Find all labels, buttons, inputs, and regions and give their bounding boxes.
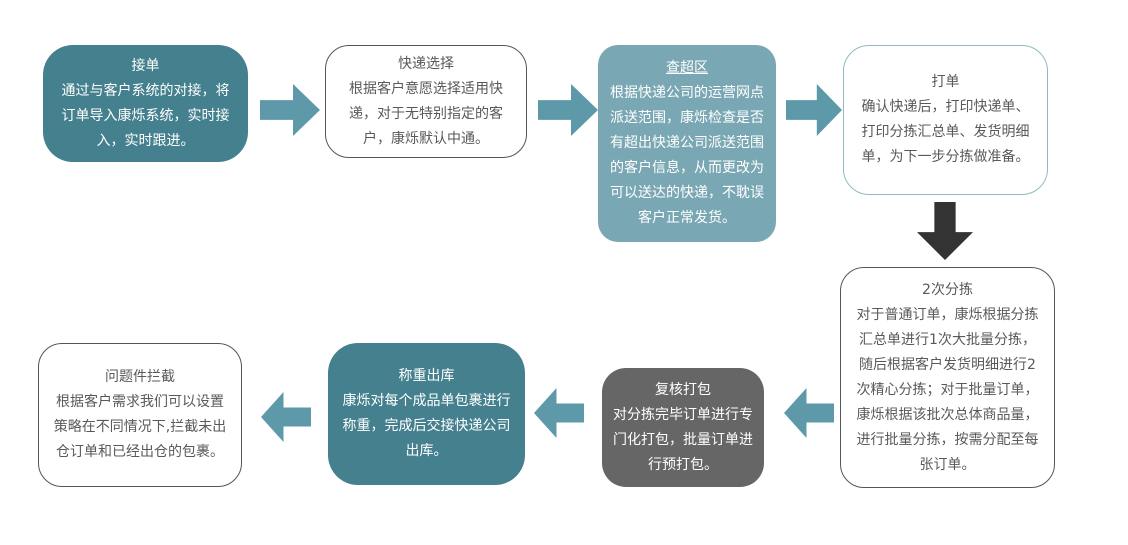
step-title: 查超区 <box>666 60 708 76</box>
step-title: 复核打包 <box>655 381 711 398</box>
flow-arrow-right-icon <box>260 84 320 136</box>
step-problem-parcel-interception: 问题件拦截 根据客户需求我们可以设置策略在不同情况下,拦截未出仓订单和已经出仓的… <box>38 343 242 487</box>
step-body: 通过与客户系统的对接，将订单导入康烁系统，实时接入，实时跟进。 <box>61 82 230 149</box>
flow-arrow-left-icon <box>261 392 311 442</box>
flow-arrow-down-icon <box>917 202 973 260</box>
step-title: 打单 <box>931 74 960 90</box>
step-title: 接单 <box>131 57 160 74</box>
flow-arrow-left-icon <box>534 388 584 438</box>
step-title: 问题件拦截 <box>105 369 175 385</box>
step-weigh-outbound: 称重出库 康烁对每个成品单包裹进行称重，完成后交接快递公司出库。 <box>328 343 525 485</box>
step-body: 根据客户意愿选择适用快递，对于无特别指定的客户，康烁默认中通。 <box>349 80 503 147</box>
step-body: 对分拣完毕订单进行专门化打包，批量订单进行预打包。 <box>613 406 753 473</box>
flow-arrow-right-icon <box>538 84 598 136</box>
step-courier-selection: 快递选择 根据客户意愿选择适用快递，对于无特别指定的客户，康烁默认中通。 <box>325 45 527 158</box>
step-title: 称重出库 <box>398 368 455 384</box>
step-recheck-packing: 复核打包 对分拣完毕订单进行专门化打包，批量订单进行预打包。 <box>602 368 764 487</box>
step-receive-order: 接单 通过与客户系统的对接，将订单导入康烁系统，实时接入，实时跟进。 <box>43 45 248 162</box>
step-title: 快递选择 <box>398 55 454 72</box>
flow-arrow-left-icon <box>784 388 834 438</box>
step-out-of-range-check: 查超区 根据快递公司的运营网点派送范围，康烁检查是否有超出快递公司派送范围的客户… <box>598 45 776 242</box>
flow-arrow-right-icon <box>786 84 842 136</box>
step-body: 根据快递公司的运营网点派送范围，康烁检查是否有超出快递公司派送范围的客户信息，从… <box>610 85 764 226</box>
step-two-stage-sorting: 2次分拣 对于普通订单，康烁根据分拣汇总单进行1次大批量分拣，随后根据客户发货明… <box>840 267 1055 488</box>
step-body: 对于普通订单，康烁根据分拣汇总单进行1次大批量分拣，随后根据客户发货明细进行2次… <box>856 306 1039 473</box>
step-title: 2次分拣 <box>922 281 973 298</box>
step-body: 确认快递后，打印快递单、打印分拣汇总单、发货明细单，为下一步分拣做准备。 <box>861 99 1030 165</box>
step-print-orders: 打单 确认快递后，打印快递单、打印分拣汇总单、发货明细单，为下一步分拣做准备。 <box>843 45 1048 195</box>
step-body: 康烁对每个成品单包裹进行称重，完成后交接快递公司出库。 <box>342 393 511 459</box>
step-body: 根据客户需求我们可以设置策略在不同情况下,拦截未出仓订单和已经出仓的包裹。 <box>53 394 227 460</box>
